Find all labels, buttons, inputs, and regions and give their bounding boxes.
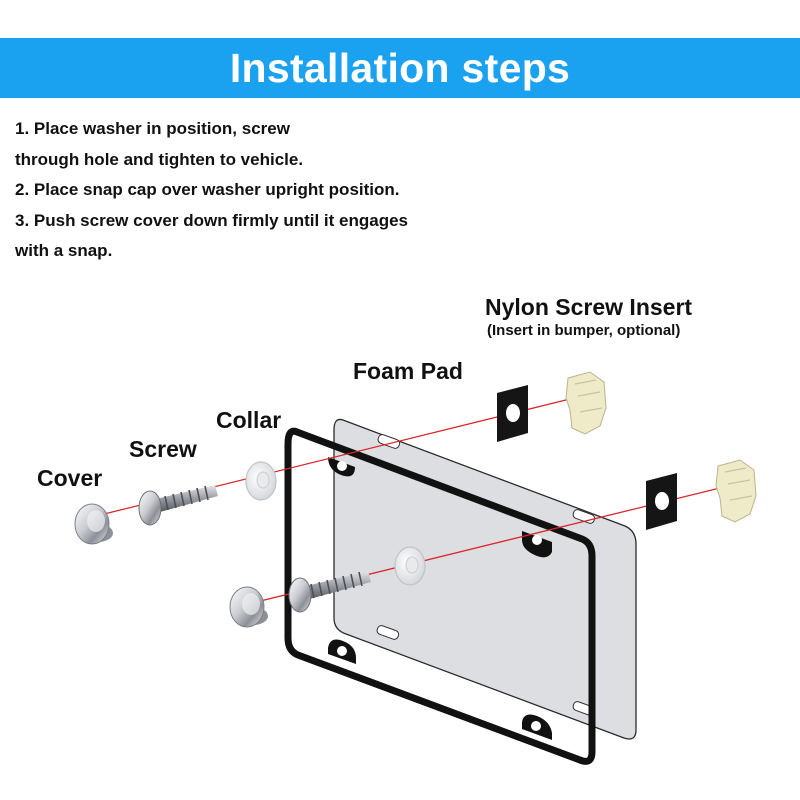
step-line: with a snap. xyxy=(15,241,113,260)
black-plate-frame xyxy=(284,427,596,765)
label-foam-pad: Foam Pad xyxy=(353,358,463,384)
step-line: 1. Place washer in position, screw xyxy=(15,119,290,138)
cover-cap-lower xyxy=(229,586,268,628)
label-nylon-screw-insert: Nylon Screw Insert xyxy=(485,294,693,320)
collar-upper xyxy=(245,461,277,501)
foam-pad-upper xyxy=(497,385,528,442)
screw-upper xyxy=(138,485,218,526)
step-line: through hole and tighten to vehicle. xyxy=(15,149,304,169)
title-banner: Installation steps xyxy=(0,38,800,98)
cover-cap-upper xyxy=(74,503,113,545)
foam-pad-lower xyxy=(646,473,677,530)
label-collar: Collar xyxy=(216,407,282,433)
label-nylon-insert-note: (Insert in bumper, optional) xyxy=(487,322,681,339)
screw-lower xyxy=(288,571,371,613)
step-line: 2. Place snap cap over washer upright po… xyxy=(15,180,400,199)
clear-plate-shield xyxy=(333,418,637,740)
label-cover: Cover xyxy=(37,465,103,491)
page-title: Installation steps xyxy=(229,44,571,91)
label-screw: Screw xyxy=(129,436,197,462)
step-line: 3. Push screw cover down firmly until it… xyxy=(15,210,408,230)
nylon-insert-lower xyxy=(715,459,757,523)
nylon-insert-upper xyxy=(565,371,607,435)
instructions: 1. Place washer in position, screw throu… xyxy=(15,114,535,267)
collar-lower xyxy=(394,546,426,586)
